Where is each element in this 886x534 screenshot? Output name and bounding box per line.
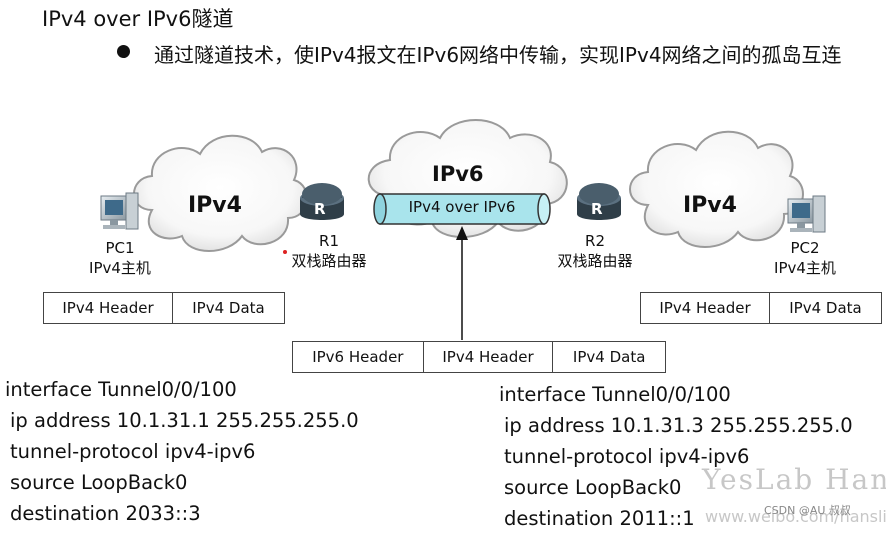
r1-name: R1	[319, 232, 339, 250]
config-left-line: ip address 10.1.31.1 255.255.255.0	[10, 409, 359, 432]
config-left-line: destination 2033::3	[10, 502, 201, 525]
r2-role: 双栈路由器	[557, 252, 633, 270]
cloud-center-label: IPv6	[432, 162, 484, 186]
packet-right: IPv4 Header IPv4 Data	[640, 292, 882, 324]
r1-label: R1 双栈路由器	[283, 231, 375, 271]
bullet-dot	[117, 45, 130, 58]
router-icon-r2	[577, 183, 621, 220]
pc2-label: PC2 IPv4主机	[767, 238, 843, 278]
marker-dot	[283, 250, 287, 254]
packet-center-ipv4-header: IPv4 Header	[424, 342, 554, 372]
config-right-line: interface Tunnel0/0/100	[499, 383, 731, 406]
config-right: interface Tunnel0/0/100 ip address 10.1.…	[499, 379, 853, 534]
packet-left-ipv4-data: IPv4 Data	[192, 299, 265, 317]
r2-label: R2 双栈路由器	[549, 231, 641, 271]
tunnel-arrow	[456, 226, 468, 340]
packet-right-ipv4-header: IPv4 Header	[641, 293, 770, 323]
pc2-role: IPv4主机	[774, 259, 836, 277]
cloud-right-label: IPv4	[683, 193, 737, 218]
tunnel-cylinder	[373, 193, 551, 225]
pc1-name: PC1	[105, 239, 135, 257]
pc2-name: PC2	[790, 239, 820, 257]
pc1-label: PC1 IPv4主机	[82, 238, 158, 278]
config-right-line: ip address 10.1.31.3 255.255.255.0	[504, 414, 853, 437]
router-r2-letter: R	[591, 200, 603, 218]
packet-right-ipv4-data: IPv4 Data	[789, 299, 862, 317]
cloud-left-label: IPv4	[188, 193, 242, 218]
packet-center-ipv4-data: IPv4 Data	[572, 348, 646, 366]
config-right-line: source LoopBack0	[504, 476, 682, 499]
watermark-csdn: CSDN @AU 叔叔	[764, 504, 851, 517]
router-r1-letter: R	[314, 200, 326, 218]
router-icon-r1	[300, 183, 344, 220]
r2-name: R2	[585, 232, 605, 250]
config-left: interface Tunnel0/0/100 ip address 10.1.…	[5, 374, 359, 529]
pc1-role: IPv4主机	[89, 259, 151, 277]
slide-title: IPv4 over IPv6隧道	[42, 7, 234, 31]
cloud-right	[629, 130, 804, 248]
config-right-line: tunnel-protocol ipv4-ipv6	[504, 445, 750, 468]
config-left-line: tunnel-protocol ipv4-ipv6	[10, 440, 256, 463]
packet-center: IPv6 Header IPv4 Header IPv4 Data	[292, 341, 666, 373]
config-left-line: source LoopBack0	[10, 471, 188, 494]
packet-left-ipv4-header: IPv4 Header	[44, 293, 173, 323]
cloud-left	[133, 134, 308, 252]
tunnel-label: IPv4 over IPv6	[408, 198, 516, 216]
packet-left: IPv4 Header IPv4 Data	[43, 292, 285, 324]
packet-center-ipv6-header: IPv6 Header	[293, 342, 424, 372]
config-left-line: interface Tunnel0/0/100	[5, 378, 237, 401]
pc1-icon	[100, 192, 139, 230]
bullet-text: 通过隧道技术，使IPv4报文在IPv6网络中传输，实现IPv4网络之间的孤岛互连	[154, 43, 842, 67]
watermark-weibo: www.weibo.com/hansli	[705, 507, 886, 526]
pc2-icon	[787, 195, 826, 233]
r1-role: 双栈路由器	[291, 252, 367, 270]
config-right-line: destination 2011::1	[504, 507, 695, 530]
watermark-yeslab: YesLab Han	[702, 463, 886, 496]
